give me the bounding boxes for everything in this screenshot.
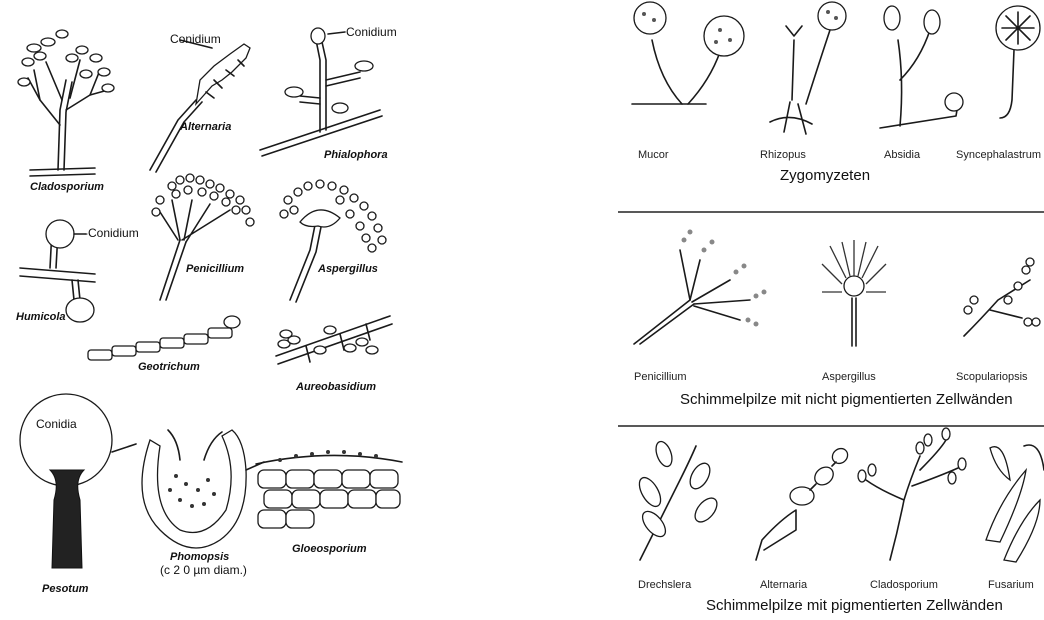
scopulariopsis-drawing [964, 258, 1040, 336]
aureobasidium-drawing [276, 316, 392, 364]
aspergillus-left-drawing [280, 180, 386, 302]
pig-item-4: Fusarium [988, 579, 1034, 591]
label-cladosporium: Cladosporium [30, 181, 104, 193]
penicillium-right-drawing [634, 230, 767, 345]
pig-item-3: Cladosporium [870, 579, 938, 591]
label-phomopsis: Phomopsis [170, 551, 229, 563]
label-conidium-2: Conidium [346, 25, 397, 39]
label-alternaria: Alternaria [179, 121, 231, 133]
label-penicillium-left: Penicillium [186, 263, 244, 275]
pig-item-2: Alternaria [760, 579, 808, 591]
label-geotrichum: Geotrichum [138, 361, 200, 373]
label-phomopsis-size: (c 2 0 µm diam.) [160, 563, 247, 577]
left-panel: Cladosporium Conidium Alternaria Conidiu… [16, 25, 402, 595]
penicillium-left-drawing [152, 174, 254, 300]
alternaria-right-drawing [756, 445, 851, 560]
label-aspergillus-left: Aspergillus [317, 263, 378, 275]
aspergillus-right-drawing [822, 240, 886, 346]
cladosporium-drawing [18, 30, 114, 176]
right-panel: Mucor Rhizopus Absidia Syncephalastrum Z… [618, 2, 1044, 614]
pig-caption: Schimmelpilze mit pigmentierten Zellwänd… [706, 597, 1003, 614]
alternaria-drawing [150, 40, 250, 172]
zygo-item-2: Rhizopus [760, 149, 806, 161]
label-phialophora: Phialophora [324, 149, 388, 161]
gloeosporium-drawing [256, 450, 402, 528]
nonpig-item-1: Penicillium [634, 371, 687, 383]
label-pesotum: Pesotum [42, 583, 89, 595]
phomopsis-drawing [142, 430, 264, 548]
label-aureobasidium: Aureobasidium [295, 381, 376, 393]
zygo-item-4: Syncephalastrum [956, 149, 1041, 161]
zygo-item-1: Mucor [638, 149, 669, 161]
label-humicola: Humicola [16, 311, 66, 323]
nonpig-item-3: Scopulariopsis [956, 371, 1028, 383]
syncephalastrum-drawing [996, 6, 1040, 118]
absidia-drawing [880, 6, 963, 128]
zygo-item-3: Absidia [884, 149, 921, 161]
label-gloeosporium: Gloeosporium [292, 543, 367, 555]
phialophora-drawing [260, 28, 382, 156]
label-conidium-3: -Conidium [84, 226, 139, 240]
mucor-drawing [632, 2, 744, 104]
label-conidium-1: Conidium [170, 32, 221, 46]
pig-item-1: Drechslera [638, 579, 692, 591]
nonpig-item-2: Aspergillus [822, 371, 876, 383]
rhizopus-drawing [770, 2, 846, 134]
nonpig-caption: Schimmelpilze mit nicht pigmentierten Ze… [680, 391, 1013, 408]
label-conidia: Conidia [36, 417, 77, 431]
cladosporium-right-drawing [858, 428, 966, 560]
geotrichum-drawing [88, 316, 240, 360]
zygo-caption: Zygomyzeten [780, 167, 870, 184]
drechslera-drawing [635, 439, 721, 560]
fusarium-drawing [986, 445, 1044, 562]
